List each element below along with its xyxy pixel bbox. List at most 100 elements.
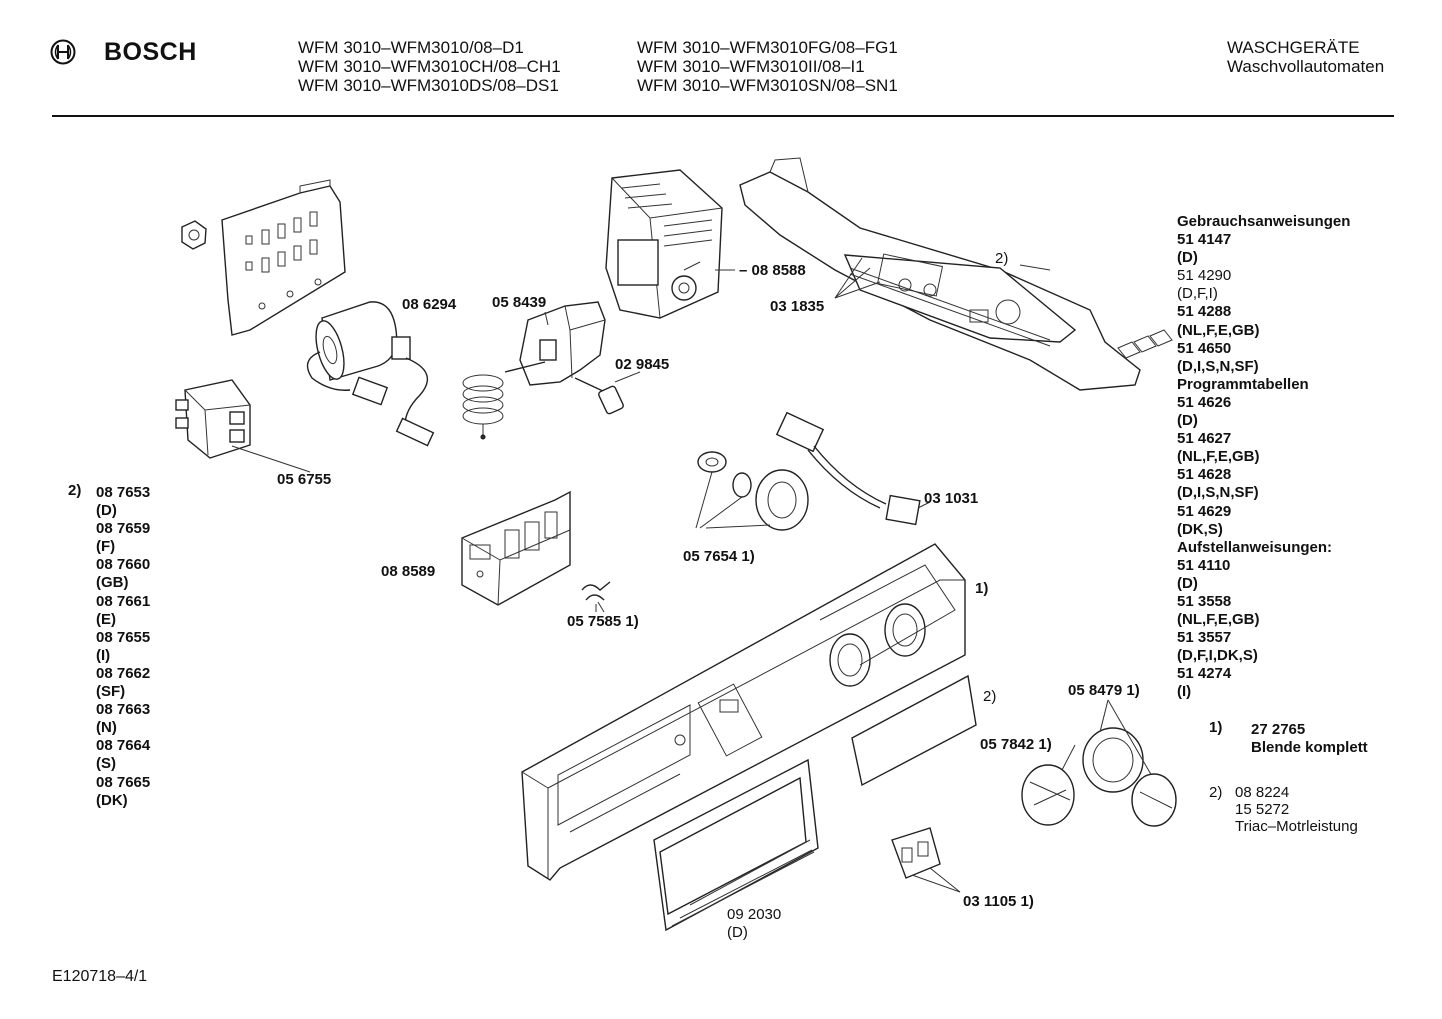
part-label-056755: 05 6755: [277, 471, 332, 488]
documentation-list-item: 51 4147: [1177, 231, 1232, 249]
note-1-text: Blende komplett: [1251, 739, 1368, 756]
documentation-list-item: (I): [1177, 683, 1192, 701]
note-1-marker: 1): [1209, 719, 1223, 736]
list-item: (S): [96, 755, 116, 773]
documentation-list-item: 51 4110: [1177, 556, 1231, 574]
documentation-list-item: (NL,F,E,GB): [1177, 321, 1260, 339]
documentation-list-item: (D,F,I): [1177, 285, 1218, 303]
transformer-part: [175, 379, 311, 473]
part-label-031031: 03 1031: [924, 490, 979, 507]
list-item: 08 7659: [96, 520, 151, 538]
list-item: 08 7655: [96, 628, 151, 646]
model-list-1: WFM 3010–WFM3010/08–D1 WFM 3010–WFM3010C…: [298, 38, 561, 95]
knob-holder-part: [695, 451, 809, 531]
list-item: (SF): [96, 683, 126, 701]
part-label-088589: 08 8589: [381, 563, 436, 580]
board-note-marker: 2): [995, 250, 1009, 267]
part-label-092030: 09 2030 (D): [727, 906, 781, 942]
bushing-part: [598, 371, 641, 415]
documentation-list-item: (DK,S): [1177, 520, 1223, 538]
cable-harness-part: [775, 411, 931, 526]
list-item: 08 7662: [96, 664, 151, 682]
documentation-list-item: 51 4288: [1177, 303, 1232, 321]
documentation-list-item: (D,F,I,DK,S): [1177, 647, 1258, 665]
list-item: 08 7653: [96, 484, 151, 501]
part-number: 09 2030: [727, 906, 782, 923]
switch-part: [504, 301, 606, 393]
model-line: WFM 3010–WFM3010SN/08–SN1: [637, 76, 898, 95]
mounting-bracket: [221, 179, 346, 336]
documentation-list-item: 51 4274: [1177, 665, 1232, 683]
subcategory: Waschvollautomaten: [1227, 57, 1385, 76]
model-line: WFM 3010–WFM3010/08–D1: [298, 38, 524, 57]
model-line: WFM 3010–WFM3010FG/08–FG1: [637, 38, 898, 57]
list-item: (E): [96, 610, 116, 628]
list-item: 08 7663: [96, 701, 151, 719]
part-label-086294: 08 6294: [402, 296, 457, 313]
knob-part: [1021, 744, 1076, 826]
bosch-logo-icon: [50, 39, 76, 65]
documentation-list-item: 51 4627: [1177, 430, 1232, 448]
model-list-2: WFM 3010–WFM3010FG/08–FG1 WFM 3010–WFM30…: [637, 38, 898, 95]
drawer-handle-part: [653, 758, 819, 932]
programmer-timer-part: [605, 169, 735, 319]
part-label-057585: 05 7585 1): [567, 613, 639, 630]
front-panel-part: [521, 543, 966, 881]
documentation-list-item: 51 4629: [1177, 502, 1232, 520]
panel-note-marker-2: 2): [983, 688, 997, 705]
list-item: 08 7661: [96, 592, 151, 610]
part-label-058439: 05 8439: [492, 294, 547, 311]
category-title: WASCHGERÄTE Waschvollautomaten: [1227, 38, 1384, 76]
brand-name: BOSCH: [104, 38, 197, 66]
panel-note-marker-1: 1): [975, 580, 989, 597]
header-rule: [52, 115, 1394, 117]
knob-part-2: [1131, 773, 1177, 827]
documentation-list-item: (NL,F,E,GB): [1177, 611, 1260, 629]
drawing-id: E120718–4/1: [52, 968, 148, 985]
part-label-088588: – 08 8588: [739, 262, 806, 279]
list-item: 08 7664: [96, 737, 151, 755]
capacitor-part: [306, 301, 435, 447]
model-line: WFM 3010–WFM3010DS/08–DS1: [298, 76, 559, 95]
list-item: 08 7660: [96, 556, 151, 574]
list-item: (D): [96, 502, 117, 520]
documentation-list-item: 51 3557: [1177, 629, 1232, 647]
documentation-list-item: Gebrauchsanweisungen: [1177, 213, 1351, 230]
nut-part: [181, 220, 207, 250]
documentation-list-item: (D): [1177, 249, 1198, 267]
list-item: (GB): [96, 574, 129, 592]
documentation-list-item: 51 4650: [1177, 339, 1232, 357]
documentation-list-item: (NL,F,E,GB): [1177, 448, 1260, 466]
list-item: (N): [96, 719, 117, 737]
note-2-marker: 2): [1209, 784, 1223, 801]
documentation-list-item: 51 4626: [1177, 393, 1232, 411]
part-label-057842: 05 7842 1): [980, 736, 1052, 753]
documentation-list-item: 51 4290: [1177, 267, 1232, 285]
left-part-list: 08 7653 (D) 08 7659 (F) 08 7660 (GB) 08 …: [96, 484, 150, 810]
knob-ring-part: [1082, 699, 1161, 793]
note-line: 08 8224: [1235, 784, 1290, 801]
documentation-list-item: (D,I,S,N,SF): [1177, 357, 1259, 375]
push-switch-part: [891, 827, 961, 893]
note-2-text: 08 8224 15 5272 Triac–Motrleistung: [1235, 784, 1358, 835]
electronic-board-bracket: [739, 157, 1173, 391]
documentation-list-item: (D,I,S,N,SF): [1177, 484, 1259, 502]
documentation-list-item: 51 4628: [1177, 466, 1232, 484]
documentation-list-item: (D): [1177, 412, 1198, 430]
documentation-list-item: (D): [1177, 574, 1198, 592]
documentation-list-item: Aufstellanweisungen:: [1177, 538, 1333, 556]
panel-insert-part: [851, 674, 977, 787]
part-variant: (D): [727, 924, 748, 941]
list-item: 08 7665: [96, 773, 151, 791]
part-label-031105: 03 1105 1): [963, 893, 1034, 910]
part-label-058479: 05 8479 1): [1068, 682, 1140, 699]
control-module-part: [461, 490, 571, 606]
model-line: WFM 3010–WFM3010II/08–I1: [637, 57, 865, 76]
note-line: Triac–Motrleistung: [1235, 818, 1358, 835]
note-line: 15 5272: [1235, 801, 1290, 818]
list-item: (DK): [96, 791, 128, 809]
model-line: WFM 3010–WFM3010CH/08–CH1: [298, 57, 561, 76]
documentation-list-item: 51 3558: [1177, 592, 1232, 610]
